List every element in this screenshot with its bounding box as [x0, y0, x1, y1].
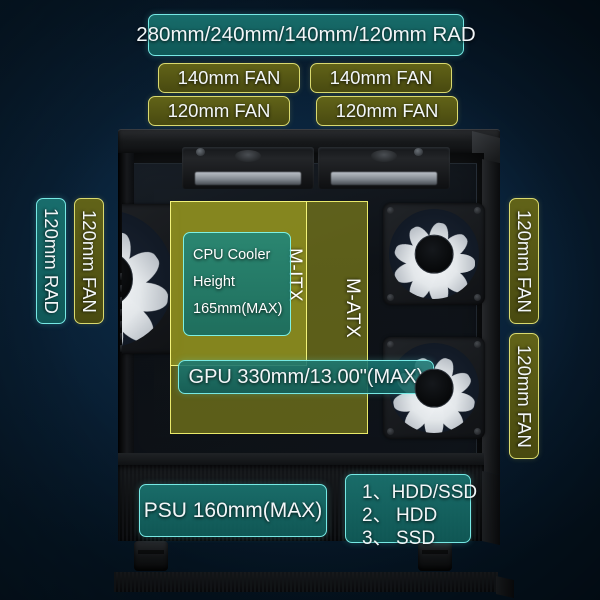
cpu-cooler-line3: 165mm(MAX): [193, 300, 283, 317]
drive-list-item: 2、 HDD: [362, 504, 460, 527]
left-radiator-120-callout: 120mm RAD: [36, 198, 66, 324]
cpu-cooler-line2: Height: [193, 273, 235, 290]
drive-label: SSD: [396, 528, 436, 550]
drive-label: HDD: [396, 505, 438, 527]
drive-index: 3、: [362, 528, 392, 550]
right-fan-120-upper-callout: 120mm FAN: [509, 198, 539, 324]
drive-list-item: 1、 HDD/SSD: [362, 481, 477, 504]
top-fan-140-right-callout: 140mm FAN: [310, 63, 452, 93]
drive-index: 2、: [362, 505, 392, 527]
gpu-clearance-callout: GPU 330mm/13.00"(MAX): [178, 360, 434, 394]
drive-list-item: 3、 SSD: [362, 527, 460, 550]
motherboard-matx-label: M-ATX: [342, 278, 363, 339]
top-radiator-callout: 280mm/240mm/140mm/120mm RAD: [136, 14, 476, 56]
top-fan-140-left-callout: 140mm FAN: [158, 63, 300, 93]
drive-index: 1、: [362, 482, 392, 503]
cpu-cooler-callout: CPU Cooler Height 165mm(MAX): [183, 232, 291, 336]
top-fan-120-right-callout: 120mm FAN: [316, 96, 458, 126]
drive-bay-callout: 1、 HDD/SSD 2、 HDD 3、 SSD: [345, 474, 477, 549]
cpu-cooler-line1: CPU Cooler: [193, 247, 271, 263]
right-fan-120-lower-callout: 120mm FAN: [509, 333, 539, 459]
psu-clearance-callout: PSU 160mm(MAX): [139, 484, 327, 537]
left-fan-120-callout: 120mm FAN: [74, 198, 104, 324]
top-fan-120-left-callout: 120mm FAN: [148, 96, 290, 126]
drive-label: HDD/SSD: [391, 482, 478, 503]
